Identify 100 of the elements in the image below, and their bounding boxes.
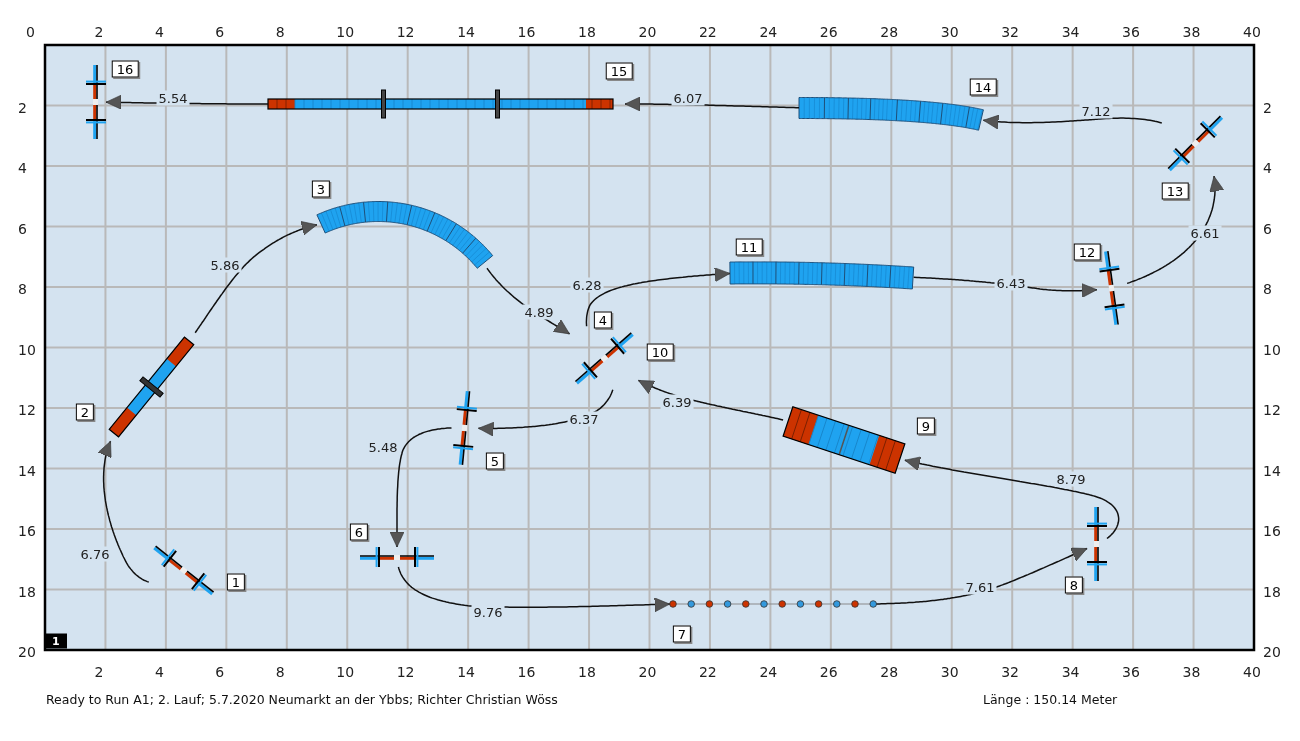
- grid-coordinate: 32: [1001, 25, 1019, 39]
- grid-coordinate: 2: [94, 25, 104, 39]
- obstacle-number: 2: [75, 403, 95, 421]
- weave-poles: [669, 600, 877, 608]
- hurdle: [1098, 250, 1126, 326]
- grid-coordinate: 8: [275, 25, 285, 39]
- grid-coordinate: 2: [18, 100, 27, 115]
- hurdle: [1167, 115, 1224, 172]
- grid-coordinate: 38: [1182, 25, 1201, 39]
- tunnel: [729, 261, 915, 290]
- grid-coordinate: 16: [18, 524, 36, 538]
- grid-coordinate: 22: [698, 25, 717, 39]
- course-length: Länge : 150.14 Meter: [983, 693, 1118, 707]
- distance-label: 4.89: [522, 304, 556, 320]
- grid-coordinate: 36: [1122, 25, 1140, 39]
- grid-coordinate: 22: [698, 665, 717, 679]
- distance-label: 7.12: [1079, 103, 1113, 119]
- grid-coordinate: 14: [18, 463, 36, 478]
- sheet-number: 1: [45, 633, 67, 649]
- distance-label: 6.37: [567, 411, 601, 427]
- grid-coordinate: 12: [396, 665, 415, 679]
- obstacle-number: 14: [969, 78, 997, 96]
- grid-coordinate: 18: [18, 584, 36, 599]
- grid-coordinate: 30: [940, 25, 959, 39]
- obstacle-number: 15: [605, 62, 633, 80]
- grid-coordinate: 38: [1182, 665, 1201, 679]
- grid-coordinate: 32: [1001, 665, 1019, 679]
- grid-coordinate: 14: [457, 25, 475, 39]
- grid-coordinate: 10: [336, 25, 355, 39]
- grid-coordinate: 2: [94, 665, 104, 679]
- distance-label: 6.28: [570, 277, 604, 293]
- grid-coordinate: 16: [517, 25, 536, 39]
- grid-coordinate: 18: [578, 665, 596, 679]
- grid-coordinate: 6: [215, 25, 225, 39]
- obstacle-number: 7: [672, 625, 692, 643]
- course-arrow: [904, 456, 1120, 540]
- obstacle-number: 11: [735, 238, 763, 256]
- hurdle: [452, 390, 478, 466]
- grid-coordinate: 4: [1263, 161, 1272, 175]
- grid-coordinate: 18: [578, 25, 596, 39]
- obstacle-number: 3: [311, 180, 331, 198]
- grid-coordinate: 26: [819, 25, 838, 39]
- grid-coordinate: 10: [18, 342, 36, 357]
- distance-label: 6.61: [1188, 225, 1222, 241]
- course-arrow: [1126, 175, 1224, 285]
- hurdle: [574, 332, 634, 385]
- obstacle-number: 6: [349, 523, 369, 541]
- distance-label: 9.76: [471, 604, 505, 620]
- obstacle-number: 16: [111, 60, 139, 78]
- grid-coordinate: 18: [1263, 584, 1281, 599]
- grid-coordinate: 6: [18, 221, 27, 236]
- distance-label: 5.54: [156, 90, 190, 106]
- grid-coordinate: 4: [154, 25, 164, 39]
- course-caption: Ready to Run A1; 2. Lauf; 5.7.2020 Neumarkt an der Ybbs; Richter Christian Wöss: [46, 693, 558, 707]
- grid-coordinate: 2: [1263, 100, 1272, 115]
- grid-coordinate: 34: [1061, 665, 1080, 679]
- obstacle-number: 13: [1161, 182, 1189, 200]
- grid-coordinate: 10: [336, 665, 355, 679]
- course-arrow: [982, 114, 1163, 130]
- tunnel: [316, 201, 494, 269]
- grid-coordinate: 20: [18, 645, 36, 659]
- distance-label: 6.76: [78, 546, 112, 562]
- grid-coordinate: 24: [759, 25, 778, 39]
- distance-label: 8.79: [1054, 471, 1088, 487]
- course-arrow: [397, 566, 671, 613]
- grid-coordinate: 12: [396, 25, 415, 39]
- hurdle: [153, 545, 215, 596]
- hurdle: [1086, 506, 1108, 582]
- dog-walk: [267, 89, 614, 119]
- grid-coordinate: 12: [1263, 403, 1281, 417]
- grid-coordinate: 28: [880, 25, 899, 39]
- hurdle: [85, 64, 107, 140]
- tunnel: [798, 97, 984, 131]
- grid-coordinate: 40: [1243, 25, 1261, 39]
- grid-coordinate: 14: [457, 665, 475, 679]
- course-arrow: [194, 221, 318, 334]
- grid-coordinate: 8: [18, 282, 27, 296]
- distance-label: 6.43: [994, 275, 1028, 291]
- obstacle-number: 8: [1064, 576, 1084, 594]
- obstacle-number: 1: [226, 573, 246, 591]
- hurdle: [359, 546, 435, 568]
- grid-coordinate: 6: [215, 665, 225, 679]
- distance-label: 5.86: [208, 257, 242, 273]
- grid-coordinate: 12: [18, 403, 36, 417]
- grid-coordinate: 8: [1263, 282, 1272, 296]
- grid-coordinate: 8: [275, 665, 285, 679]
- grid-coordinate: 0: [26, 25, 35, 39]
- grid-coordinate: 4: [154, 665, 164, 679]
- grid-coordinate: 6: [1263, 221, 1272, 236]
- grid-coordinate: 20: [1263, 645, 1281, 659]
- obstacle-number: 12: [1073, 243, 1101, 261]
- grid-coordinate: 16: [517, 665, 536, 679]
- grid-coordinate: 16: [1263, 524, 1281, 538]
- course-arrow: [389, 427, 453, 548]
- grid-coordinate: 40: [1243, 665, 1261, 679]
- obstacle-number: 4: [593, 311, 613, 329]
- course-arrow: [97, 440, 150, 583]
- distance-label: 6.39: [660, 394, 694, 410]
- grid-coordinate: 24: [759, 665, 778, 679]
- obstacle-number: 5: [485, 452, 505, 470]
